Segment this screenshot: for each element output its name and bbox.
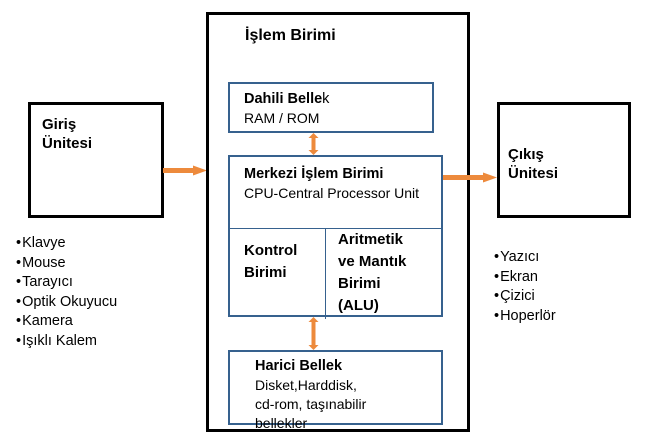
output-unit-box[interactable] [497,102,631,218]
list-item: Yazıcı [494,248,644,268]
control-unit-label: Kontrol Birimi [244,242,298,281]
arrow-processing-to-output [443,172,498,183]
cpu-divider-vertical [325,228,326,319]
processing-unit-title: İşlem Birimi [245,27,336,44]
input-unit-box[interactable] [28,102,164,218]
arrow-input-to-processing [163,165,208,176]
cpu-title: Merkezi İşlem Birimi [244,166,384,182]
internal-memory-box[interactable]: Dahili Bellek RAM / ROM [228,82,434,133]
arrow-cpu-to-external-memory [308,317,319,350]
output-unit-title: Çıkış Ünitesi [508,146,559,182]
cpu-content: Merkezi İşlem Birimi CPU-Central Process… [244,165,437,203]
list-item: Klavye [16,234,196,254]
cpu-divider-horizontal [230,228,441,229]
internal-memory-title-tail: k [322,91,330,107]
list-item: Mouse [16,254,196,274]
external-memory-line: Disket,Harddisk, [255,377,357,393]
list-item: Ekran [494,268,644,288]
list-item: Çizici [494,287,644,307]
internal-memory-content: Dahili Bellek RAM / ROM [244,90,428,128]
cpu-subtitle: CPU-Central Processor Unit [244,185,420,201]
input-unit-title: Giriş Ünitesi [42,116,93,152]
external-memory-box[interactable]: Harici Bellek Disket,Harddisk, cd-rom, t… [228,350,443,431]
list-item: Kamera [16,312,196,332]
list-item: Işıklı Kalem [16,332,196,352]
list-item: Optik Okuyucu [16,293,196,313]
list-item: Hoperlör [494,307,644,327]
internal-memory-title-main: Dahili Belle [244,91,323,107]
external-memory-line: cd-rom, taşınabilir [255,396,367,412]
input-unit-list: Klavye Mouse Tarayıcı Optik Okuyucu Kame… [16,234,196,351]
internal-memory-title: Dahili Bellek [244,90,428,109]
output-unit-list: Yazıcı Ekran Çizici Hoperlör [494,248,644,326]
cpu-box[interactable]: Merkezi İşlem Birimi CPU-Central Process… [228,155,443,319]
internal-memory-subtitle: RAM / ROM [244,110,320,126]
external-memory-title: Harici Bellek [255,358,343,374]
arrow-memory-to-cpu [308,133,319,155]
external-memory-content: Harici Bellek Disket,Harddisk, cd-rom, t… [255,357,437,433]
external-memory-line: bellekler [255,415,308,431]
list-item: Tarayıcı [16,273,196,293]
alu-label: Aritmetik ve Mantık Birimi (ALU) [338,231,407,314]
